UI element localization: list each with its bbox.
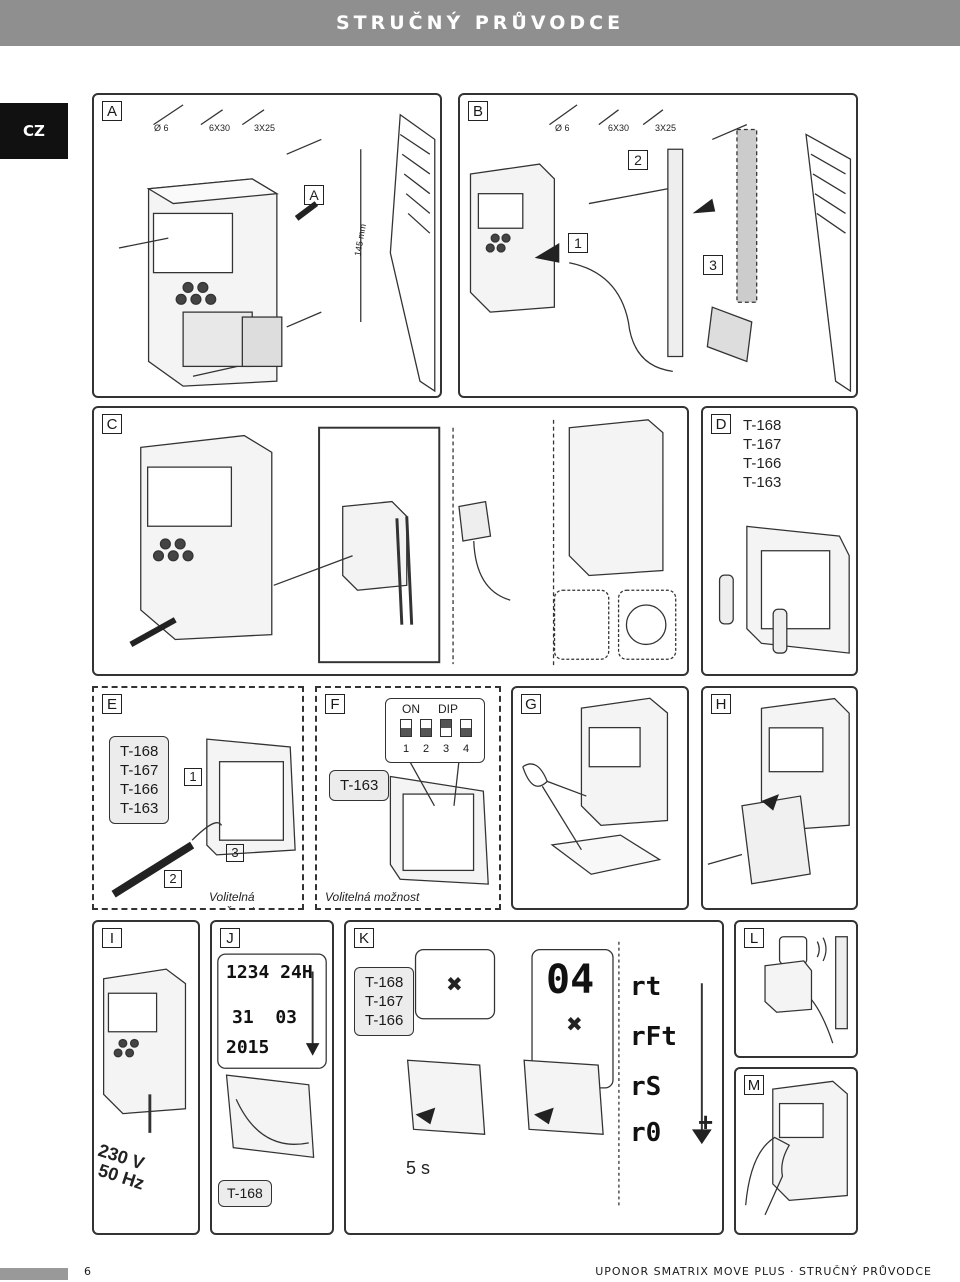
cover-fitting-illustration bbox=[707, 697, 850, 885]
plus-sign: + bbox=[698, 1107, 714, 1137]
lcd-date: 31 03 bbox=[232, 1007, 298, 1028]
dip-title-label: DIP bbox=[438, 702, 459, 716]
dip-switch-3[interactable] bbox=[440, 719, 452, 737]
model-label: T-168 bbox=[218, 1180, 272, 1207]
panel-e-label: E bbox=[102, 694, 122, 714]
step-1-badge: 1 bbox=[568, 233, 588, 253]
model-label: T-163 bbox=[329, 770, 390, 801]
panel-c: C bbox=[92, 406, 689, 676]
model-list: T-168 T-167 T-166 T-163 bbox=[743, 417, 782, 491]
footer-bar bbox=[0, 1268, 68, 1280]
panel-b: B Ø 6 6X30 3X25 1 2 3 bbox=[458, 93, 858, 398]
step-1-badge: 1 bbox=[184, 768, 202, 786]
lcd-time: 1234 24H bbox=[226, 962, 313, 983]
optional-note: Volitelná možnost bbox=[325, 890, 420, 904]
wrench-screwdriver-icon-2: ✖ bbox=[566, 1014, 583, 1036]
code-rt: rt bbox=[630, 972, 662, 1002]
panel-j: J 1234 24H 31 03 2015 T-168 bbox=[210, 920, 334, 1235]
sensor-wiring-illustration bbox=[129, 419, 677, 667]
button-press-illustration bbox=[745, 1080, 848, 1216]
panel-j-label: J bbox=[220, 928, 240, 948]
panel-m-label: M bbox=[744, 1075, 764, 1095]
code-rs: rS bbox=[630, 1072, 662, 1102]
wrench-screwdriver-icon: ✖ bbox=[446, 974, 463, 996]
screw-size-1: Ø 6 bbox=[154, 123, 169, 133]
antenna-pairing-illustration bbox=[764, 936, 848, 1044]
panel-f-label: F bbox=[325, 694, 345, 714]
controller-antenna-illustration bbox=[469, 104, 852, 393]
panel-e: E T-168 T-167 T-166 T-163 1 2 3 Voliteln… bbox=[92, 686, 304, 910]
panel-l-label: L bbox=[744, 928, 764, 948]
panel-m: M bbox=[734, 1067, 858, 1235]
model-list: T-168 T-167 T-166 T-163 bbox=[109, 736, 170, 824]
lcd-year: 2015 bbox=[226, 1037, 270, 1058]
panel-g-label: G bbox=[521, 694, 541, 714]
controller-mounting-illustration bbox=[118, 104, 436, 393]
dip-switch-callout: ON DIP 1 2 3 4 bbox=[385, 698, 485, 763]
screw-size-1: Ø 6 bbox=[555, 123, 570, 133]
panel-f: F T-163 ON DIP 1 2 3 4 Volitelná možnost bbox=[315, 686, 501, 910]
panel-a-label: A bbox=[102, 101, 122, 121]
dip-switch-illustration bbox=[389, 761, 489, 885]
optional-note: Volitelná možnost bbox=[209, 890, 255, 908]
panel-d-label: D bbox=[711, 414, 731, 434]
step-2-badge: 2 bbox=[628, 150, 648, 170]
step-3-badge: 3 bbox=[226, 844, 244, 862]
screw-size-2: 6X30 bbox=[209, 123, 231, 133]
screw-size-3: 3X25 bbox=[254, 123, 276, 133]
panel-i-label: I bbox=[102, 928, 122, 948]
panel-a: A Ø 6 6X30 3X25 A 145 mm bbox=[92, 93, 442, 398]
panel-k: K T-168 T-167 T-166 ✖ 04 ✖ rt rFt rS r0 … bbox=[344, 920, 724, 1235]
panel-k-label: K bbox=[354, 928, 374, 948]
thermostat-setup-illustration bbox=[217, 953, 327, 1159]
settings-menu-illustration bbox=[406, 941, 712, 1209]
dip-switch-4[interactable] bbox=[460, 719, 472, 737]
screw-size-3: 3X25 bbox=[655, 123, 677, 133]
manual-reading-illustration bbox=[522, 697, 669, 875]
panel-l: L bbox=[734, 920, 858, 1058]
page-title: STRUČNÝ PRŮVODCE bbox=[335, 12, 625, 34]
code-r0: r0 bbox=[630, 1118, 662, 1148]
dip-number-4: 4 bbox=[462, 743, 470, 755]
dip-switch-1[interactable] bbox=[400, 719, 412, 737]
code-rft: rFt bbox=[630, 1022, 677, 1052]
dip-number-2: 2 bbox=[422, 743, 430, 755]
panel-i: I 230 V 50 Hz bbox=[92, 920, 200, 1235]
dip-switch-2[interactable] bbox=[420, 719, 432, 737]
model-list: T-168 T-167 T-166 bbox=[354, 967, 415, 1036]
step-3-badge: 3 bbox=[703, 255, 723, 275]
panel-g: G bbox=[511, 686, 689, 910]
step-2-badge: 2 bbox=[164, 870, 182, 888]
thermostat-wiring-illustration bbox=[111, 738, 296, 898]
page-header: STRUČNÝ PRŮVODCE bbox=[0, 0, 960, 46]
callout-a: A bbox=[304, 185, 324, 205]
panel-h-label: H bbox=[711, 694, 731, 714]
panel-c-label: C bbox=[102, 414, 122, 434]
battery-insert-illustration bbox=[718, 525, 850, 654]
panel-b-label: B bbox=[468, 101, 488, 121]
dip-number-3: 3 bbox=[442, 743, 450, 755]
page-number: 6 bbox=[84, 1265, 91, 1278]
panel-d: D T-168 T-167 T-166 T-163 bbox=[701, 406, 858, 676]
press-duration: 5 s bbox=[406, 1158, 431, 1178]
footer-text: UPONOR SMATRIX MOVE PLUS · STRUČNÝ PRŮVO… bbox=[595, 1265, 932, 1278]
dip-number-1: 1 bbox=[402, 743, 410, 755]
dip-on-label: ON bbox=[402, 702, 420, 716]
panel-h: H bbox=[701, 686, 858, 910]
lcd-value: 04 bbox=[546, 957, 595, 1003]
power-supply-illustration bbox=[103, 968, 187, 1133]
language-tab: CZ bbox=[0, 103, 68, 159]
screw-size-2: 6X30 bbox=[608, 123, 630, 133]
